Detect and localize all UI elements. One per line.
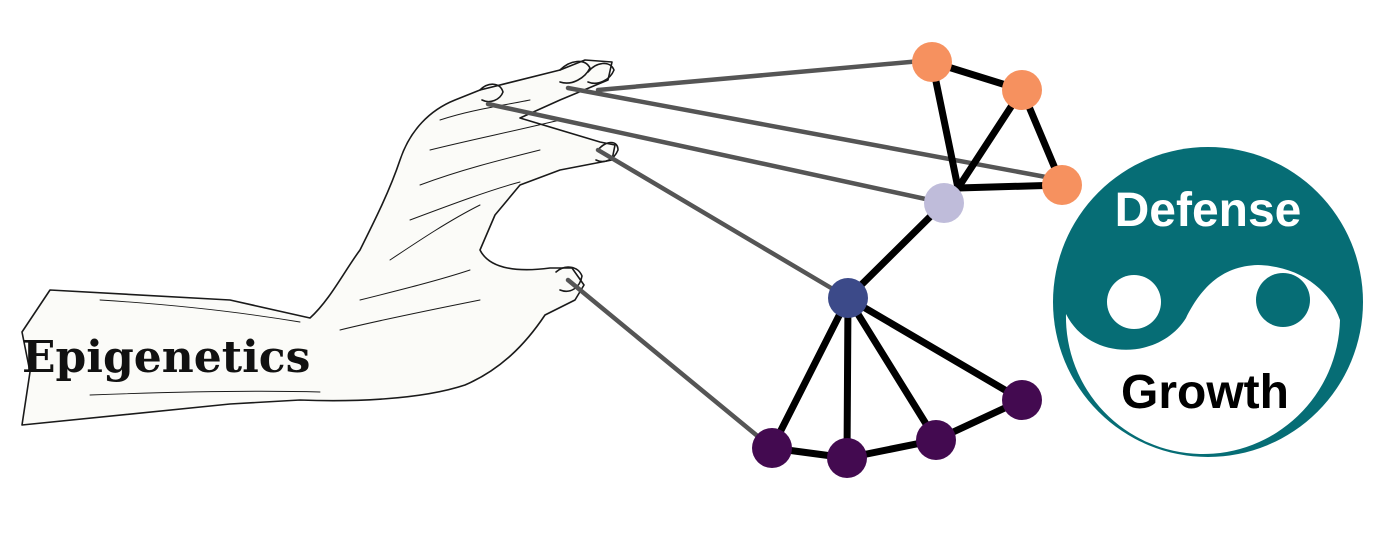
growth-label: Growth	[1121, 366, 1289, 419]
yin-yang-white-dot	[1107, 275, 1161, 329]
defense-node-1	[912, 42, 952, 82]
defense-label: Defense	[1115, 184, 1302, 237]
edge	[844, 294, 940, 444]
epigenetics-label: Epigenetics	[22, 332, 310, 383]
hub-light-node	[924, 183, 964, 223]
hand-illustration	[21, 59, 619, 426]
edge	[928, 58, 962, 192]
string-little-finger	[595, 147, 851, 301]
edge	[768, 294, 852, 452]
string-thumb	[565, 277, 775, 451]
defense-node-2	[1002, 70, 1042, 110]
yin-yang-teal-dot	[1256, 273, 1310, 327]
growth-node-2	[827, 438, 867, 478]
growth-node-1	[752, 428, 792, 468]
puppet-strings	[485, 57, 1065, 451]
network-nodes	[752, 42, 1082, 478]
growth-node-3	[916, 420, 956, 460]
edge	[844, 199, 948, 302]
edge	[844, 294, 1026, 404]
defense-node-3	[1042, 165, 1082, 205]
string-ring-finger	[485, 101, 947, 206]
string-index-finger	[595, 57, 935, 93]
yin-yang-symbol: Defense Growth	[1053, 147, 1363, 457]
hub-dark-node	[828, 278, 868, 318]
edge	[843, 294, 852, 462]
growth-node-4	[1002, 380, 1042, 420]
string-middle-finger	[565, 85, 1065, 183]
